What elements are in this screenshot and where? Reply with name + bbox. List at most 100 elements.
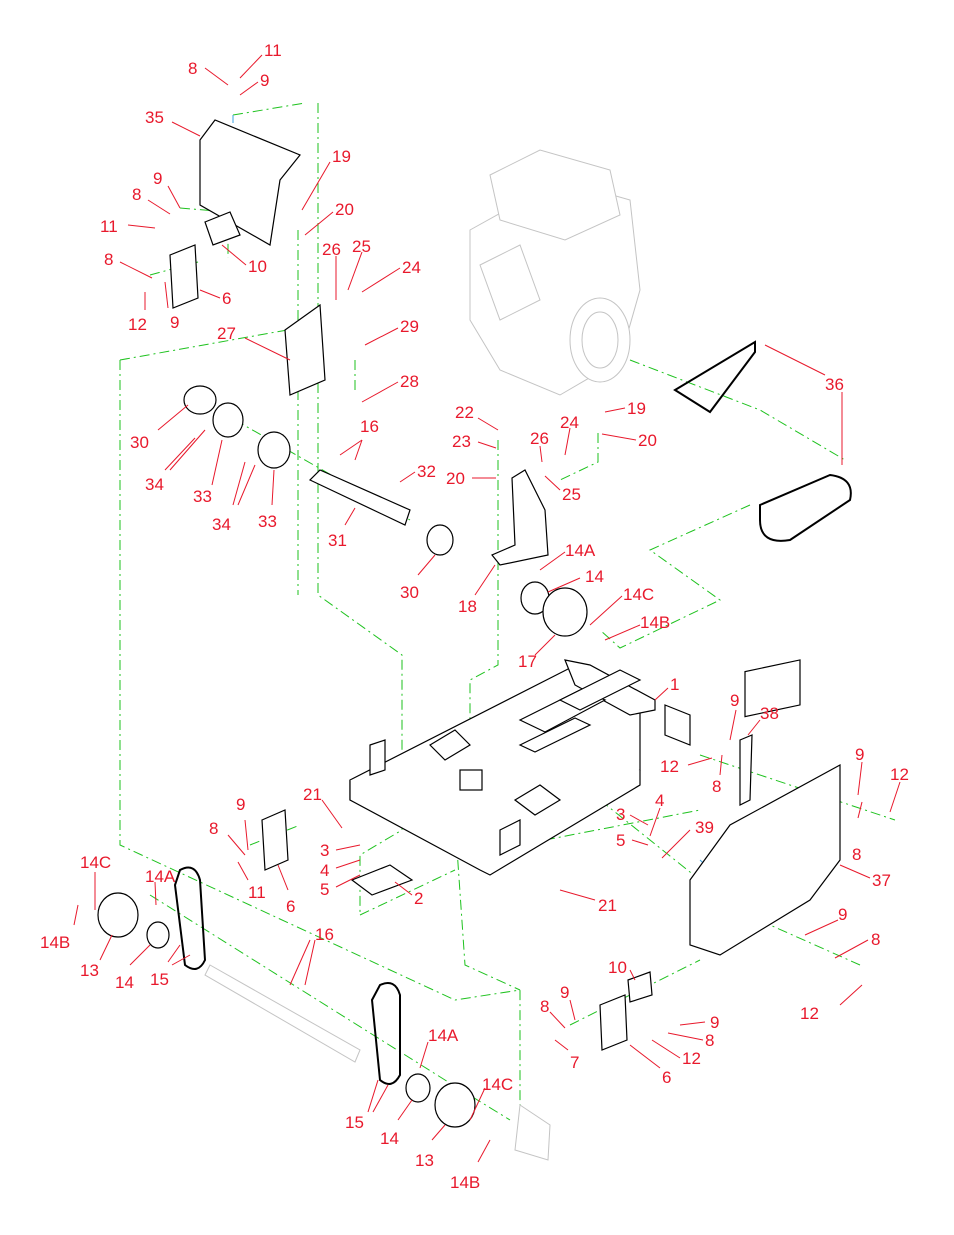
callout-34: 34 (145, 429, 206, 494)
svg-text:14: 14 (585, 567, 604, 586)
callout-32: 32 (399, 462, 436, 483)
callout-16: 16 (339, 417, 379, 461)
callout-12: 12 (660, 757, 713, 776)
svg-text:14A: 14A (565, 541, 596, 560)
svg-text:12: 12 (660, 757, 679, 776)
svg-text:20: 20 (638, 431, 657, 450)
svg-text:8: 8 (104, 250, 113, 269)
callout-6: 6 (199, 289, 231, 308)
svg-text:9: 9 (260, 71, 269, 90)
svg-text:28: 28 (400, 372, 419, 391)
callout-4: 4 (320, 859, 361, 880)
svg-text:35: 35 (145, 108, 164, 127)
callout-8: 8 (852, 801, 863, 864)
svg-text:17: 17 (518, 652, 537, 671)
callout-37: 37 (839, 864, 891, 890)
callout-14: 14 (547, 567, 604, 593)
svg-text:14A: 14A (145, 867, 176, 886)
callout-8: 8 (188, 59, 229, 86)
callout-11: 11 (100, 217, 156, 236)
engine-ghost (469, 149, 641, 396)
svg-text:12: 12 (128, 315, 147, 334)
svg-text:9: 9 (236, 795, 245, 814)
svg-text:32: 32 (417, 462, 436, 481)
callout-14A: 14A (145, 867, 176, 906)
svg-text:9: 9 (730, 691, 739, 710)
svg-text:12: 12 (682, 1049, 701, 1068)
callout-9: 9 (729, 691, 739, 741)
callout-14A: 14A (419, 1026, 459, 1069)
svg-text:20: 20 (446, 469, 465, 488)
callout-9: 9 (560, 983, 576, 1021)
svg-text:8: 8 (852, 845, 861, 864)
svg-text:8: 8 (540, 997, 549, 1016)
svg-text:11: 11 (264, 41, 282, 60)
callout-2: 2 (394, 881, 423, 908)
callout-25: 25 (544, 475, 581, 504)
svg-text:4: 4 (655, 791, 664, 810)
callout-10: 10 (221, 244, 267, 276)
svg-text:33: 33 (193, 487, 212, 506)
callout-14B: 14B (604, 613, 670, 641)
svg-text:14C: 14C (482, 1075, 513, 1094)
svg-text:7: 7 (570, 1053, 579, 1072)
svg-text:26: 26 (322, 240, 341, 259)
svg-text:30: 30 (400, 583, 419, 602)
svg-text:14B: 14B (450, 1173, 480, 1192)
callout-9: 9 (236, 795, 249, 851)
callout-9: 9 (239, 71, 269, 96)
callout-14: 14 (380, 1099, 413, 1148)
callout-5: 5 (616, 831, 649, 850)
svg-text:37: 37 (872, 871, 891, 890)
svg-text:5: 5 (320, 880, 329, 899)
svg-text:13: 13 (415, 1151, 434, 1170)
callout-15: 15 (345, 1079, 389, 1132)
callout-33: 33 (258, 469, 277, 531)
callout-1: 1 (654, 675, 679, 701)
svg-text:14C: 14C (80, 853, 111, 872)
callout-22: 22 (455, 403, 499, 431)
callout-36: 36 (764, 344, 844, 465)
callout-29: 29 (364, 317, 419, 346)
callout-14C: 14C (80, 853, 111, 910)
svg-text:3: 3 (320, 841, 329, 860)
callout-8: 8 (132, 185, 171, 215)
callout-20: 20 (304, 200, 354, 236)
callout-38: 38 (747, 704, 779, 736)
svg-text:14C: 14C (623, 585, 654, 604)
callout-14C: 14C (589, 585, 654, 626)
svg-text:8: 8 (712, 777, 721, 796)
callout-4: 4 (649, 791, 664, 837)
callout-27: 27 (217, 324, 291, 361)
svg-text:9: 9 (560, 983, 569, 1002)
svg-text:25: 25 (562, 485, 581, 504)
callout-34: 34 (212, 461, 256, 534)
svg-text:16: 16 (315, 925, 334, 944)
svg-text:9: 9 (170, 313, 179, 332)
callout-14B: 14B (40, 904, 79, 952)
svg-text:27: 27 (217, 324, 236, 343)
svg-text:12: 12 (890, 765, 909, 784)
svg-text:3: 3 (616, 805, 625, 824)
svg-text:6: 6 (222, 289, 231, 308)
callout-30: 30 (130, 404, 189, 452)
callout-9: 9 (153, 169, 181, 209)
svg-text:6: 6 (286, 897, 295, 916)
svg-text:14B: 14B (40, 933, 70, 952)
callout-20: 20 (601, 431, 657, 450)
callout-8: 8 (540, 997, 566, 1029)
callout-9: 9 (855, 745, 864, 796)
callout-7: 7 (554, 1039, 579, 1072)
callout-3: 3 (616, 805, 649, 826)
svg-text:21: 21 (598, 896, 617, 915)
callout-8: 8 (104, 250, 153, 279)
svg-text:5: 5 (616, 831, 625, 850)
svg-text:23: 23 (452, 432, 471, 451)
svg-text:8: 8 (188, 59, 197, 78)
callout-8: 8 (209, 819, 246, 856)
callout-14A: 14A (539, 541, 596, 571)
callout-21: 21 (303, 785, 343, 829)
svg-text:36: 36 (825, 375, 844, 394)
callout-15: 15 (150, 944, 191, 989)
